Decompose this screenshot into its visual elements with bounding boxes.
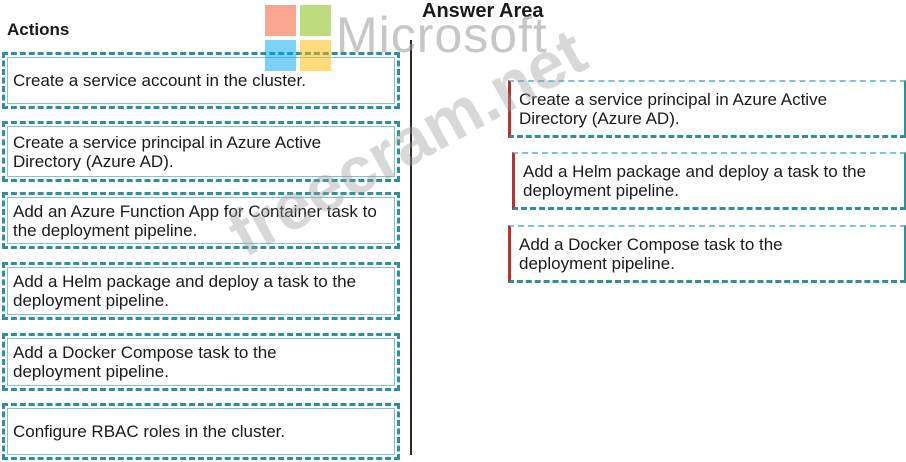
action-item-label: Add a Docker Compose task to the deploym… bbox=[13, 343, 277, 381]
actions-heading: Actions bbox=[7, 20, 70, 39]
answer-item-label: Create a service principal in Azure Acti… bbox=[519, 89, 828, 128]
action-item[interactable]: Create a service principal in Azure Acti… bbox=[2, 121, 400, 182]
action-item-label: Add a Helm package and deploy a task to … bbox=[13, 272, 357, 310]
answer-area-heading: Answer Area bbox=[422, 0, 544, 22]
logo-square-blue bbox=[265, 40, 296, 71]
microsoft-text-watermark: Microsoft bbox=[336, 7, 548, 63]
answer-item[interactable]: Add a Helm package and deploy a task to … bbox=[512, 152, 906, 210]
action-item[interactable]: Configure RBAC roles in the cluster. bbox=[2, 403, 400, 460]
answer-item[interactable]: Create a service principal in Azure Acti… bbox=[508, 80, 906, 138]
action-item-label: Create a service account in the cluster. bbox=[13, 71, 306, 90]
action-item[interactable]: Add a Helm package and deploy a task to … bbox=[2, 262, 400, 320]
microsoft-logo-watermark bbox=[265, 5, 331, 71]
action-item[interactable]: Add a Docker Compose task to the deploym… bbox=[2, 333, 400, 391]
logo-square-red bbox=[265, 5, 296, 36]
logo-square-green bbox=[300, 5, 331, 36]
action-item-label: Create a service principal in Azure Acti… bbox=[13, 132, 322, 171]
answer-item[interactable]: Add a Docker Compose task to the deploym… bbox=[508, 225, 906, 283]
answer-item-label: Add a Docker Compose task to the deploym… bbox=[519, 234, 783, 273]
action-item[interactable]: Add an Azure Function App for Container … bbox=[2, 192, 400, 249]
logo-square-yellow bbox=[300, 40, 331, 71]
action-item-label: Configure RBAC roles in the cluster. bbox=[13, 422, 286, 441]
column-divider bbox=[410, 40, 412, 455]
action-item[interactable]: Create a service account in the cluster. bbox=[2, 52, 400, 109]
action-item-label: Add an Azure Function App for Container … bbox=[13, 201, 377, 240]
answer-item-label: Add a Helm package and deploy a task to … bbox=[523, 161, 867, 200]
